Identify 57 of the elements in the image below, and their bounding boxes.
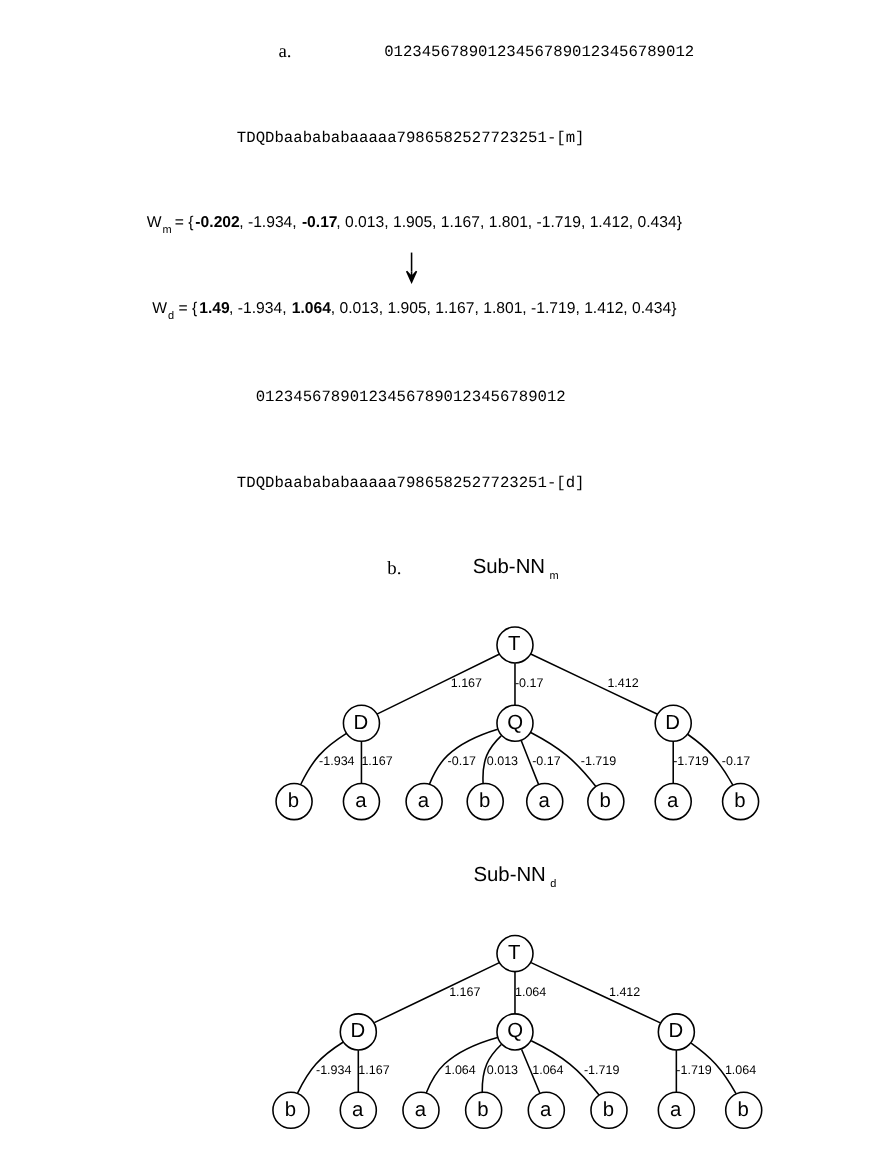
connector (356, 1049, 359, 1093)
connector (298, 732, 347, 786)
node-circle: D (653, 704, 691, 743)
label: b. (386, 559, 401, 580)
connector (671, 740, 673, 785)
node-circle: a (341, 782, 380, 821)
connector (424, 1036, 498, 1094)
node-circle: a (404, 782, 442, 821)
node-circle: b (274, 782, 312, 821)
connector (372, 961, 500, 1024)
node-circle: a (524, 782, 563, 821)
connector (359, 740, 362, 785)
connector (513, 971, 515, 1015)
node-circle: a (401, 1091, 439, 1130)
connector (674, 1049, 677, 1093)
node-circle: b (463, 1091, 502, 1130)
node-circle: D (341, 704, 380, 743)
connector (519, 1048, 540, 1095)
connector (689, 1042, 736, 1095)
label: a. (277, 42, 291, 63)
node-text: W$_{m}$ = {-0.202, -1.934, -0.17, 0.013, 1.905, 1.167, 1.801, -1.719, 1.412, 0.434} (145, 212, 681, 237)
node-circle: D (656, 1013, 695, 1051)
connector (295, 1041, 344, 1094)
connector (529, 961, 661, 1024)
node-text: W$_{d}$ = {1.49, -1.934, 1.064, 0.013, 1.905, 1.167, 1.801, -1.719, 1.412, 0.434} (151, 298, 676, 323)
node-circle: T (495, 934, 533, 973)
node-circle: Q (495, 1013, 533, 1051)
connector (686, 733, 733, 786)
node-circle: b (465, 782, 503, 821)
connector (480, 1043, 502, 1093)
arrow (404, 251, 417, 283)
connector (519, 740, 539, 786)
node-circle: D (338, 1013, 377, 1051)
node-circle: b (589, 1091, 627, 1130)
node-circle: b (586, 782, 624, 821)
label: 012345678901234567890123456789012 (254, 388, 565, 407)
connector (528, 731, 596, 788)
node-circle: b (723, 1091, 762, 1130)
label: 012345678901234567890123456789012 (383, 43, 694, 62)
node-circle: a (653, 782, 691, 821)
connector (481, 735, 501, 785)
connector (427, 728, 498, 786)
node-circle: a (338, 1091, 377, 1130)
connector (513, 662, 515, 706)
node-circle: a (526, 1091, 565, 1130)
label: Sub-NN$_{m}$ (471, 556, 558, 583)
node-circle: b (271, 1091, 309, 1130)
connector (375, 653, 499, 715)
label: Sub-NN$_{d}$ (472, 865, 556, 892)
node-circle: Q (495, 704, 533, 743)
node-circle: a (656, 1091, 695, 1130)
connector (528, 653, 658, 716)
label: TDQDbaabababaaaaa7986582527723251-[m] (235, 130, 584, 149)
node-circle: T (495, 626, 533, 664)
label: TDQDbaabababaaaaa7986582527723251-[d] (235, 474, 584, 493)
node-circle: b (720, 782, 759, 821)
connector (529, 1039, 599, 1096)
